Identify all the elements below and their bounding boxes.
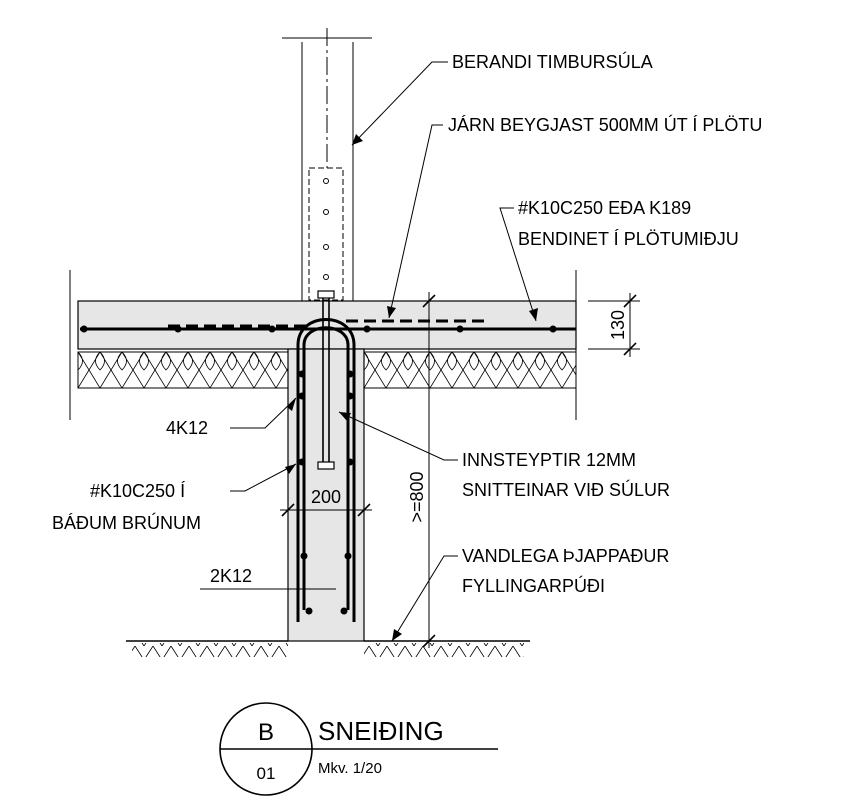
annotations: BERANDI TIMBURSÚLA JÁRN BEYGJAST 500MM Ú… <box>52 51 762 596</box>
footing-bar-dots <box>298 370 354 615</box>
drawing-scale: Mkv. 1/20 <box>318 760 382 777</box>
label-mesh-line2: BENDINET Í PLÖTUMIÐJU <box>518 229 739 249</box>
ground-line <box>126 640 530 657</box>
label-bend-bars: JÁRN BEYGJAST 500MM ÚT Í PLÖTU <box>448 114 762 135</box>
footing-stirrup <box>296 318 356 622</box>
slab-bar-dots <box>80 325 557 333</box>
concrete-slab <box>69 270 577 420</box>
dim-footing-depth: >=800 <box>407 292 436 648</box>
label-fill-line1: VANDLEGA ÞJAPPAÐUR <box>462 546 669 566</box>
dim-slab-thickness-label: 130 <box>608 310 628 340</box>
label-stirrups-line1: #K10C250 Í <box>90 481 185 501</box>
timber-column <box>282 28 372 301</box>
label-mesh-line1: #K10C250 EÐA K189 <box>518 198 691 218</box>
detail-letter: B <box>258 719 274 746</box>
anchor-bolt <box>317 290 335 470</box>
label-fill-line2: FYLLINGARPÚÐI <box>462 575 605 596</box>
label-stirrups-line2: BÁÐUM BRÚNUM <box>52 512 201 533</box>
dim-footing-width-label: 200 <box>311 487 341 507</box>
label-bolts-line2: SNITTEINAR VIÐ SÚLUR <box>462 479 670 500</box>
steel-connector-plate <box>308 167 344 301</box>
dim-footing-depth-label: >=800 <box>407 471 427 522</box>
drawing-title: SNEIÐING <box>318 716 444 746</box>
label-column: BERANDI TIMBURSÚLA <box>452 51 653 72</box>
leader-lines <box>200 61 538 642</box>
title-block: B 01 SNEIÐING Mkv. 1/20 <box>219 702 498 796</box>
label-2k12: 2K12 <box>210 566 252 586</box>
dim-footing-width: 200 <box>280 487 372 517</box>
label-bolts-line1: INNSTEYPTIR 12MM <box>462 450 636 470</box>
dim-slab-thickness: 130 <box>588 293 640 357</box>
sheet-number: 01 <box>257 764 276 783</box>
label-4k12: 4K12 <box>166 418 208 438</box>
